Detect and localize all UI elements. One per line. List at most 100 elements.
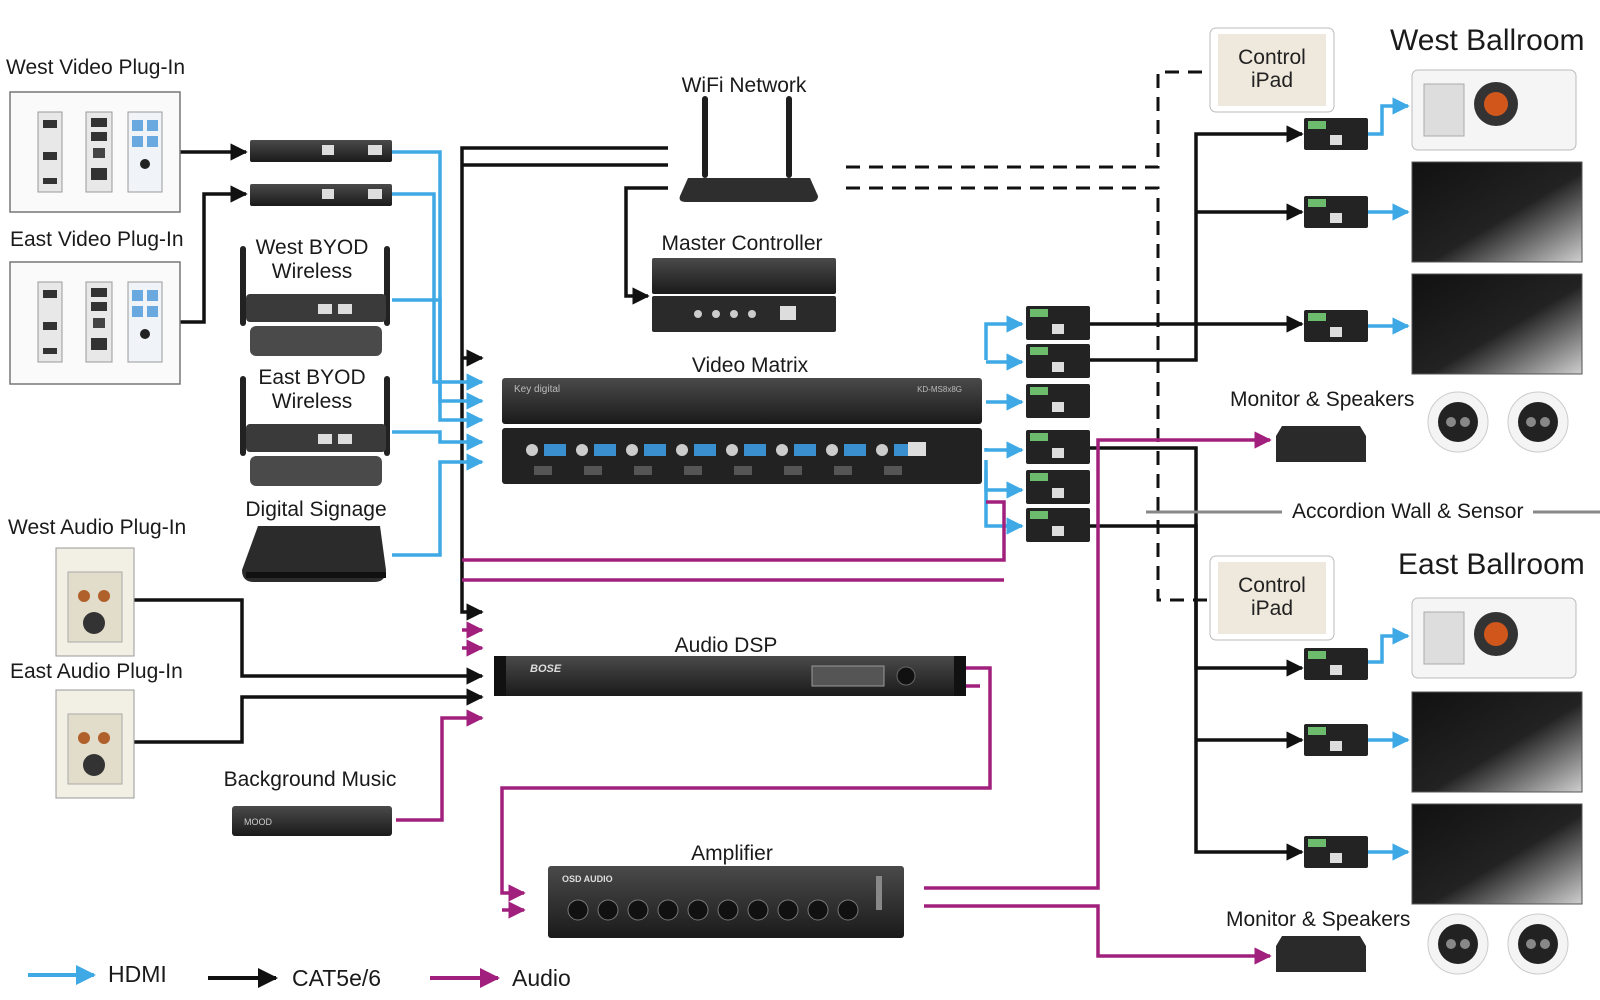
- amp-knob: [837, 899, 859, 921]
- speaker-driver: [1460, 417, 1470, 427]
- matrix-port: [584, 466, 602, 475]
- amp-brand: OSD AUDIO: [562, 874, 613, 884]
- matrix-lan-port: [908, 442, 926, 456]
- receiver-led: [1308, 313, 1326, 321]
- wifi-label: WiFi Network: [681, 74, 807, 97]
- receiver-port: [1330, 665, 1342, 675]
- legend: [28, 965, 500, 988]
- amp-knob: [567, 899, 589, 921]
- west-byod-label-1: West BYOD: [255, 236, 369, 259]
- digital-signage-player: [242, 526, 386, 582]
- speaker-driver: [1540, 939, 1550, 949]
- transmitter-port: [1052, 526, 1064, 536]
- legend-hdmi-label: HDMI: [108, 961, 167, 987]
- speaker-driver: [1526, 417, 1536, 427]
- matrix-port: [644, 444, 666, 456]
- ipad-west-label-2: iPad: [1250, 69, 1294, 92]
- east-display-1: [1411, 691, 1583, 793]
- video-matrix-device: Key digital KD-MS8x8G: [502, 378, 982, 484]
- matrix-model: KD-MS8x8G: [917, 385, 962, 394]
- matrix-port: [876, 444, 888, 456]
- wifi-dashed-links: [846, 70, 1208, 602]
- west-audio-label: West Audio Plug-In: [8, 516, 187, 539]
- wall-plate-receiver-2: [250, 184, 392, 206]
- master-controller-label: Master Controller: [661, 232, 823, 255]
- transmitter-led: [1030, 347, 1048, 355]
- amplifier-knobs: [567, 876, 882, 921]
- video-matrix-ports: [526, 442, 926, 475]
- receiver-port: [1330, 213, 1342, 223]
- ipad-east-label-2: iPad: [1250, 597, 1294, 620]
- legend-cat-label: CAT5e/6: [292, 965, 382, 991]
- transmitter-led: [1030, 511, 1048, 519]
- ipad-west-label-1: Control: [1238, 46, 1306, 69]
- transmitter-port: [1052, 402, 1064, 412]
- speaker-driver: [1540, 417, 1550, 427]
- east-projector: [1411, 597, 1577, 679]
- hdbaset-receivers: [1304, 118, 1368, 868]
- west-projector: [1411, 69, 1577, 151]
- matrix-port: [844, 444, 866, 456]
- receiver-port: [1330, 135, 1342, 145]
- east-video-wall-plate: [9, 261, 181, 385]
- dsp-brand: BOSE: [530, 663, 562, 675]
- amp-knob: [657, 899, 679, 921]
- west-display-1: [1411, 161, 1583, 263]
- matrix-port: [744, 444, 766, 456]
- speaker-cone: [1518, 402, 1558, 442]
- west-byod-label-2: Wireless: [271, 260, 353, 283]
- amp-knob: [627, 899, 649, 921]
- matrix-port: [684, 466, 702, 475]
- east-ballroom-title: East Ballroom: [1398, 548, 1585, 581]
- west-monitor-box: [1276, 426, 1366, 462]
- east-audio-label: East Audio Plug-In: [10, 660, 183, 683]
- west-video-label: West Video Plug-In: [6, 56, 185, 79]
- east-monitor-speakers-label: Monitor & Speakers: [1226, 908, 1411, 931]
- east-byod-label-1: East BYOD: [258, 366, 366, 389]
- wifi-router: [679, 96, 818, 202]
- ceiling-speakers: [1427, 391, 1569, 975]
- hdbaset-transmitters: [1026, 306, 1090, 542]
- west-ballroom-title: West Ballroom: [1390, 24, 1585, 57]
- transmitter-port: [1052, 488, 1064, 498]
- west-audio-wall-plate: [55, 547, 135, 657]
- speaker-driver: [1446, 417, 1456, 427]
- matrix-brand: Key digital: [514, 384, 560, 395]
- west-byod-device: [240, 246, 390, 356]
- audio-dsp-label: Audio DSP: [674, 634, 778, 657]
- receiver-port: [1330, 853, 1342, 863]
- transmitter-led: [1030, 309, 1048, 317]
- matrix-port: [826, 444, 838, 456]
- receiver-led: [1308, 651, 1326, 659]
- east-monitor-box: [1276, 936, 1366, 972]
- amp-knob: [717, 899, 739, 921]
- west-display-2: [1411, 273, 1583, 375]
- matrix-port: [526, 444, 538, 456]
- matrix-port: [626, 444, 638, 456]
- background-music-player: MOOD: [232, 806, 392, 836]
- control-ipad-west: [1209, 27, 1335, 113]
- transmitter-led: [1030, 433, 1048, 441]
- speaker-cone: [1438, 924, 1478, 964]
- east-byod-label-2: Wireless: [271, 390, 353, 413]
- amp-knob: [597, 899, 619, 921]
- east-video-label: East Video Plug-In: [10, 228, 184, 251]
- matrix-port: [694, 444, 716, 456]
- audio-dsp-device: BOSE: [494, 656, 966, 696]
- receiver-led: [1308, 199, 1326, 207]
- speaker-cone: [1518, 924, 1558, 964]
- amp-knob: [807, 899, 829, 921]
- speaker-driver: [1460, 939, 1470, 949]
- matrix-port: [784, 466, 802, 475]
- speaker-cone: [1438, 402, 1478, 442]
- receiver-led: [1308, 727, 1326, 735]
- matrix-port: [544, 444, 566, 456]
- matrix-port: [726, 444, 738, 456]
- cat-lines: [134, 125, 1304, 861]
- matrix-port: [576, 444, 588, 456]
- matrix-port: [634, 466, 652, 475]
- control-ipad-east: [1209, 555, 1335, 641]
- digital-signage-label: Digital Signage: [245, 498, 387, 521]
- east-display-2: [1411, 803, 1583, 905]
- east-audio-wall-plate: [55, 689, 135, 799]
